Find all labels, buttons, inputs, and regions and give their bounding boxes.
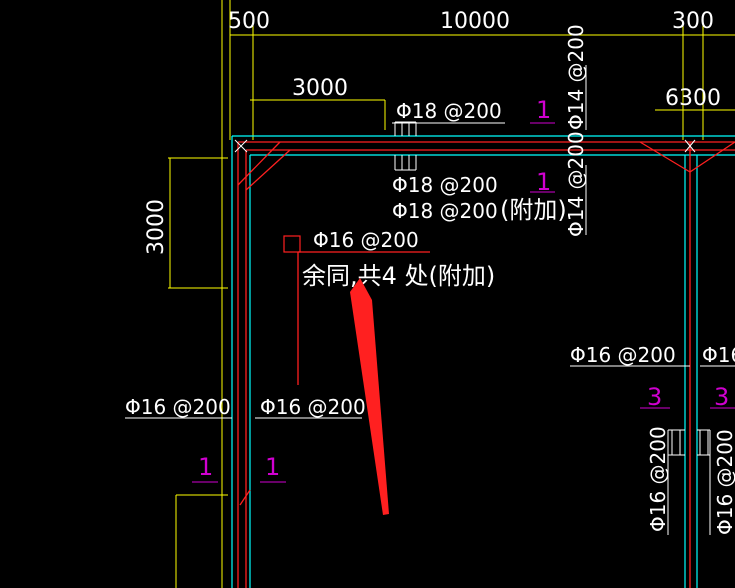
rebar-ticks: [125, 65, 735, 535]
rebar-label-top: Φ18 @200: [396, 99, 502, 123]
section-mark-lines: [192, 122, 735, 483]
x-markers: [234, 139, 696, 153]
rebar-label-center: Φ16 @200: [313, 228, 419, 252]
section-mark-3b: 3: [714, 383, 729, 411]
rebar-label-right-vertical-2: Φ16 @200: [713, 429, 735, 535]
rebar-lines: [237, 141, 735, 588]
dimension-vertical-label: 3000: [144, 199, 169, 255]
dimension-lines: [168, 0, 735, 588]
dimension-left-label: 500: [228, 9, 270, 34]
rebar-label-right-a: Φ16 @200: [570, 343, 676, 367]
dimension-right-length-label: 6300: [665, 86, 721, 111]
section-mark-1a: 1: [536, 96, 551, 124]
rebar-label-vertical-2: Φ14 @200: [564, 131, 588, 237]
annotation-arrow: [350, 278, 389, 515]
dimension-span-label: 10000: [440, 9, 510, 34]
rebar-label-left-b: Φ16 @200: [260, 395, 366, 419]
wall-outline: [231, 135, 735, 588]
section-mark-1c: 1: [198, 453, 213, 481]
section-mark-1d: 1: [265, 453, 280, 481]
section-mark-1b: 1: [536, 168, 551, 196]
rebar-label-right-vertical-1: Φ16 @200: [646, 426, 670, 532]
markers: [283, 235, 301, 253]
section-mark-3a: 3: [647, 383, 662, 411]
dimension-right-label: 300: [672, 9, 714, 34]
rebar-label-left-a: Φ16 @200: [125, 395, 231, 419]
additional-note: (附加): [500, 196, 567, 224]
rebar-label-mid2: Φ18 @200: [392, 199, 498, 223]
dimension-beam-label: 3000: [292, 76, 348, 101]
rebar-label-vertical-1: Φ14 @200: [564, 24, 588, 130]
repeat-note: 余同,共4 处(附加): [302, 262, 495, 290]
rebar-label-mid1: Φ18 @200: [392, 173, 498, 197]
rebar-label-right-b: Φ16: [702, 343, 735, 367]
